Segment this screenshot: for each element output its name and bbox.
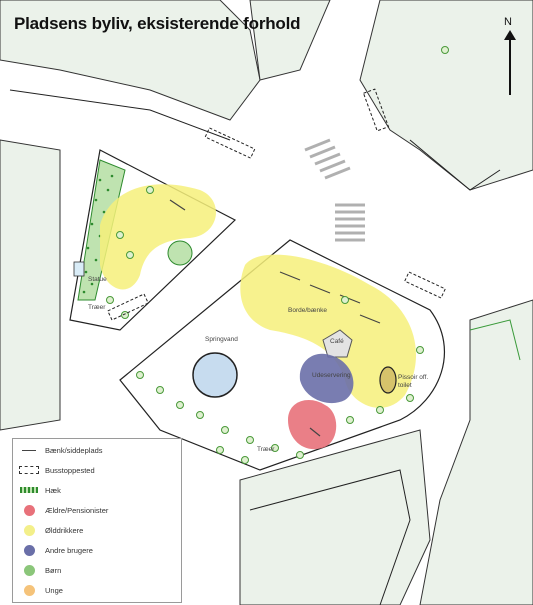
crosswalk-top — [304, 138, 351, 180]
label-udeservering: Udeservering — [312, 372, 351, 379]
legend-label: Andre brugere — [45, 545, 93, 555]
block-right — [419, 299, 533, 605]
legend-label: Unge — [45, 585, 63, 595]
label-cafe: Café — [330, 338, 344, 345]
map-title: Pladsens byliv, eksisterende forhold — [14, 14, 301, 33]
label-pissoir: Pissoir off. toilet — [398, 374, 429, 389]
zone-olddrikkere-left — [100, 184, 217, 290]
legend: Bænk/siddeplads Busstoppested Hæk Ældre/… — [12, 438, 182, 603]
elderly-color-icon — [23, 504, 35, 516]
legend-item-olddrikkere: Ølddrikkere — [19, 523, 83, 537]
crosswalk-bottom — [335, 203, 365, 242]
bench-symbol-icon — [19, 444, 39, 456]
others-color-icon — [23, 544, 35, 556]
label-statue: Statue — [88, 276, 107, 283]
legend-item-aeldre: Ældre/Pensionister — [19, 503, 108, 517]
legend-label: Busstoppested — [45, 465, 95, 475]
children-color-icon — [23, 564, 35, 576]
hedge-symbol-icon — [19, 484, 39, 496]
cafe — [322, 329, 353, 358]
zone-aeldre — [288, 400, 337, 450]
lot-line — [409, 139, 501, 191]
benches — [169, 199, 381, 437]
block-bottom — [239, 429, 431, 605]
zone-andre-brugere — [299, 353, 354, 404]
hedge-round — [167, 240, 193, 266]
pissoir — [379, 366, 397, 394]
zone-olddrikkere-main — [240, 254, 417, 408]
label-springvand: Springvand — [205, 336, 238, 343]
legend-item-haek: Hæk — [19, 483, 61, 497]
legend-label: Bænk/siddeplads — [45, 445, 103, 455]
block-top-right — [359, 0, 533, 191]
tree-circles — [106, 46, 449, 464]
drinkers-color-icon — [23, 524, 35, 536]
fountain — [192, 352, 238, 398]
lot-line — [9, 89, 231, 141]
legend-item-boern: Børn — [19, 563, 61, 577]
block-top-left — [0, 0, 261, 121]
label-traeer-bottom: Træer — [257, 446, 275, 453]
legend-item-baenk: Bænk/siddeplads — [19, 443, 103, 457]
legend-item-unge: Unge — [19, 583, 63, 597]
north-label: N — [504, 16, 512, 28]
bus-stop-symbol-icon — [19, 464, 39, 476]
north-arrow-head — [504, 30, 516, 40]
lot-line — [249, 469, 411, 605]
lot-line — [469, 319, 521, 361]
label-traeer-left: Træer — [88, 304, 106, 311]
legend-item-andre: Andre brugere — [19, 543, 93, 557]
youth-color-icon — [23, 584, 35, 596]
legend-label: Børn — [45, 565, 62, 575]
block-left — [0, 139, 61, 431]
legend-label: Ældre/Pensionister — [45, 505, 109, 515]
statue-base — [73, 261, 85, 277]
block-top-center — [249, 0, 331, 81]
legend-label: Ølddrikkere — [45, 525, 84, 535]
label-bordebaenke: Borde/bænke — [288, 307, 328, 314]
legend-item-busstop: Busstoppested — [19, 463, 95, 477]
legend-label: Hæk — [45, 485, 61, 495]
